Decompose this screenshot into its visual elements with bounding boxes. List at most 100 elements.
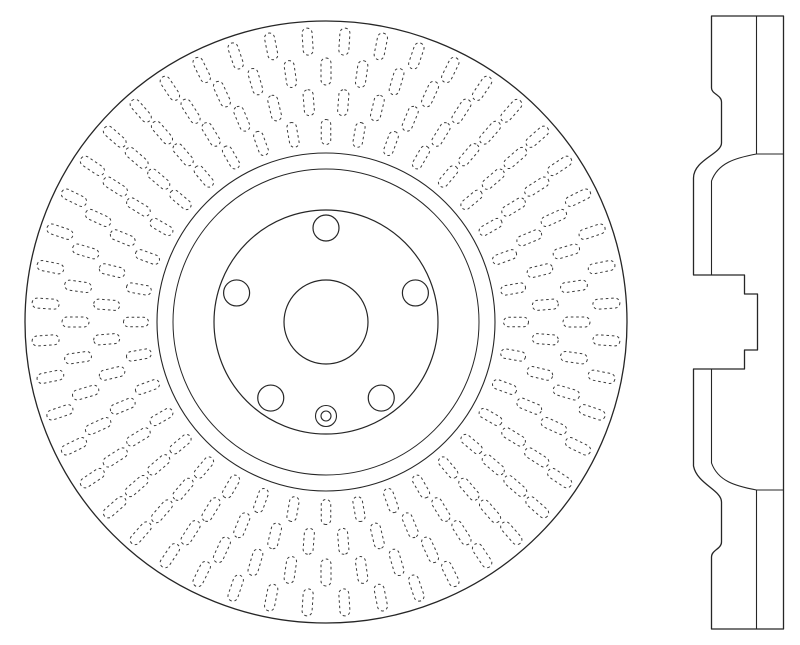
vent-slot [301, 27, 314, 56]
vent-slot [149, 407, 174, 427]
vent-slot [540, 208, 568, 227]
hat-step-circle [172, 168, 480, 476]
vent-slot [338, 27, 351, 56]
vent-slot [421, 80, 440, 108]
vent-slot [552, 384, 581, 401]
vent-slot [460, 433, 483, 455]
vent-slot [180, 98, 201, 124]
vent-slot [437, 456, 459, 479]
vent-slot [481, 168, 505, 190]
vent-slot [149, 217, 174, 237]
vent-slot [64, 350, 92, 365]
vent-slot [227, 574, 244, 602]
vent-slot [192, 56, 211, 84]
vent-slot [98, 263, 126, 279]
vent-slot [501, 427, 526, 447]
vent-slot [471, 543, 493, 569]
vent-slot [169, 433, 192, 455]
vent-slot [150, 499, 174, 524]
set-screw-hole-inner [320, 410, 332, 422]
vent-slot [286, 122, 300, 148]
set-screw-hole-outer [314, 404, 338, 428]
vent-slot [411, 145, 431, 170]
vent-slot [354, 556, 369, 584]
vent-slot [587, 369, 616, 384]
vent-slot [352, 122, 366, 148]
vent-slot [431, 122, 451, 147]
vent-slot [492, 249, 518, 265]
vent-slot [264, 583, 279, 612]
vent-slot [408, 42, 425, 70]
vent-slot [478, 120, 502, 145]
vent-slot [592, 334, 621, 347]
vent-slot [286, 496, 300, 522]
vent-slot [354, 60, 369, 88]
vent-slot [460, 189, 483, 211]
center-bore-circle [283, 279, 369, 365]
vent-slot [562, 316, 591, 328]
vent-slot [31, 297, 60, 310]
vent-slot [264, 32, 279, 61]
vent-slot [102, 496, 127, 519]
vent-slot [159, 543, 181, 569]
vent-slot [320, 57, 332, 86]
vent-slot [320, 499, 332, 525]
vent-slot [123, 316, 149, 328]
vent-slot [109, 397, 136, 415]
vent-slot [337, 527, 350, 555]
vent-slot [36, 369, 65, 384]
vent-slot [84, 208, 112, 227]
vent-slot [134, 249, 160, 265]
vent-slot [373, 583, 388, 612]
vent-slot [159, 75, 181, 101]
vent-slot [283, 556, 298, 584]
vent-slot [79, 155, 105, 177]
vent-slot [98, 365, 126, 381]
lug-bolt-hole [223, 279, 251, 307]
vent-slot [478, 407, 503, 427]
vent-slot [478, 499, 502, 524]
vent-slot [408, 574, 425, 602]
vent-slot [369, 94, 385, 122]
vent-slot [524, 447, 550, 468]
vent-slot [129, 98, 152, 123]
vent-slot [373, 32, 388, 61]
vent-slot [79, 467, 105, 489]
vent-slot [540, 417, 568, 436]
vent-slot [547, 155, 573, 177]
friction-ring-inner-edge-circle [156, 152, 496, 492]
vent-slot [172, 477, 194, 501]
vent-slot [500, 282, 526, 296]
lug-bolt-hole [401, 279, 429, 307]
vent-slot [352, 496, 366, 522]
vent-slot [129, 521, 152, 546]
vent-slot [60, 437, 88, 456]
vent-slot [102, 176, 128, 197]
vent-slot [478, 217, 503, 237]
vent-slot [247, 548, 264, 577]
vent-slot [93, 298, 121, 311]
vent-slot [320, 558, 332, 587]
vent-slot [46, 223, 74, 240]
rotor-front-view [24, 20, 628, 624]
vent-slot [124, 474, 149, 498]
vent-slot [587, 260, 616, 275]
vent-slot [301, 588, 314, 617]
vent-slot [169, 189, 192, 211]
vent-slot [525, 125, 550, 148]
vent-slot [516, 397, 543, 415]
vent-slot [592, 297, 621, 310]
vent-slot [492, 379, 518, 395]
vent-slot [524, 176, 550, 197]
vent-slot [516, 229, 543, 247]
vent-slot [302, 527, 315, 555]
vent-slot [267, 94, 283, 122]
vent-slot [560, 350, 588, 365]
vent-slot [458, 143, 480, 167]
vent-slot [212, 536, 231, 564]
vent-slot [388, 67, 405, 96]
vent-slot [338, 588, 351, 617]
vent-slot [61, 316, 90, 328]
vent-slot [578, 404, 606, 421]
